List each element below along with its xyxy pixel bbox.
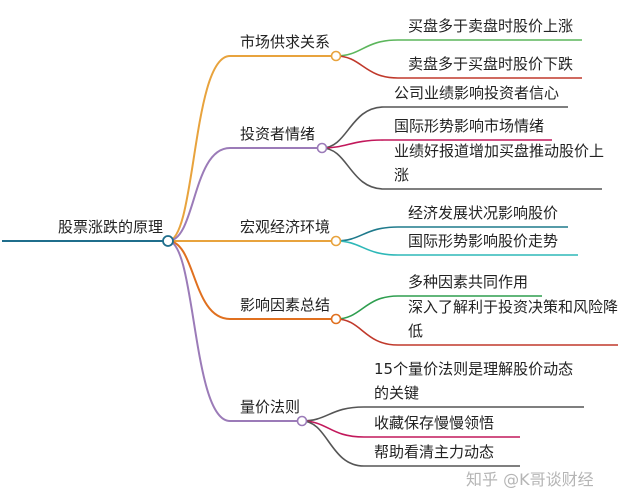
root-node-circle [162, 235, 174, 247]
connector-root-to-branch [167, 55, 231, 242]
leaf-label: 买盘多于卖盘时股价上涨 [408, 17, 574, 35]
connector-branch-to-leaf [301, 406, 365, 422]
leaf-label: 经济发展状况影响股价 [408, 204, 559, 222]
connector-branch-to-leaf [335, 240, 399, 256]
leaf-label: 多种因素共同作用 [408, 273, 529, 291]
branch-node-circle [330, 313, 342, 325]
branch-label: 影响因素总结 [240, 296, 331, 314]
connector-branch-to-leaf [335, 318, 399, 346]
branch-node-circle [296, 415, 308, 427]
leaf-label: 国际形势影响股价走势 [408, 232, 559, 250]
root-label: 股票涨跌的原理 [58, 218, 164, 236]
branch-node-circle [316, 142, 328, 154]
connector-branch-to-leaf [321, 106, 385, 149]
leaf-label: 收藏保存慢慢领悟 [374, 414, 495, 432]
branch-node-circle [330, 50, 342, 62]
branch-node-circle [330, 235, 342, 247]
connector-root-to-branch [167, 240, 231, 320]
branch-label: 市场供求关系 [240, 33, 331, 51]
leaf-label: 15个量价法则是理解股价动态的关键 [374, 360, 574, 402]
connector-root-to-branch [167, 240, 231, 422]
leaf-label: 卖盘多于买盘时股价下跌 [408, 55, 574, 73]
leaf-label: 帮助看清主力动态 [374, 443, 495, 461]
leaf-label: 公司业绩影响投资者信心 [394, 84, 560, 102]
watermark: 知乎 @K哥谈财经 [466, 470, 594, 489]
connector-branch-to-leaf [321, 147, 385, 190]
connector-root-to-branch [167, 147, 231, 242]
connector-branch-to-leaf [335, 39, 399, 57]
branch-label: 量价法则 [240, 398, 301, 416]
connector-branch-to-leaf [335, 55, 399, 79]
connector-branch-to-leaf [321, 139, 385, 149]
connector-branch-to-leaf [335, 295, 399, 320]
leaf-label: 深入了解利于投资决策和风险降低 [408, 298, 619, 340]
connector-branch-to-leaf [301, 420, 365, 467]
leaf-label: 国际形势影响市场情绪 [394, 117, 545, 135]
branch-label: 投资者情绪 [240, 125, 316, 143]
connector-branch-to-leaf [335, 226, 399, 242]
leaf-label: 业绩好报道增加买盘推动股价上涨 [394, 142, 605, 184]
branch-label: 宏观经济环境 [240, 218, 331, 236]
